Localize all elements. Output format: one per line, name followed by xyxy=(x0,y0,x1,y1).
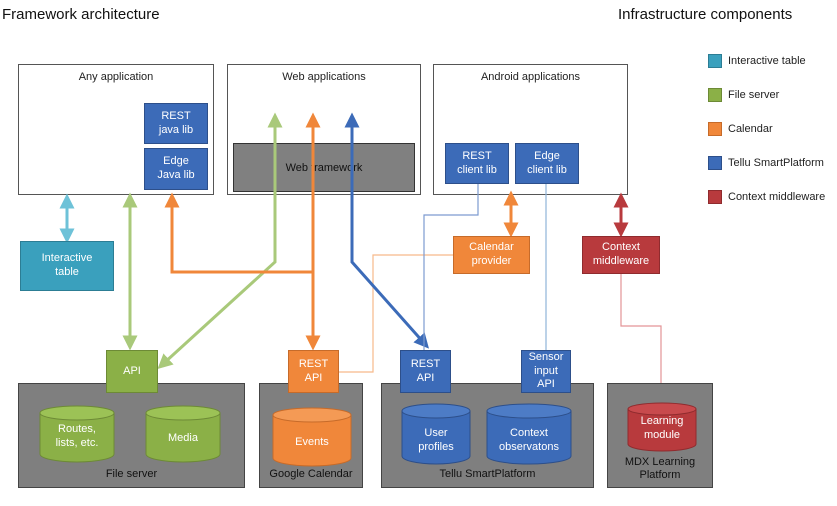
web-applications-label: Web applications xyxy=(282,71,366,83)
legend-label-file-server: File server xyxy=(728,89,780,101)
infrastructure-components-heading: Infrastructure components xyxy=(618,6,793,23)
web-framework: Web framework xyxy=(233,143,415,192)
legend-label-interactive-table: Interactive table xyxy=(728,55,806,67)
any-application-label: Any application xyxy=(78,71,154,83)
framework-architecture-heading: Framework architecture xyxy=(2,6,160,23)
user-profiles-database-label: User profiles xyxy=(418,427,454,453)
events-database-label: Events xyxy=(295,436,329,448)
rest-client-lib: REST client lib xyxy=(445,143,509,184)
context-middleware: Context middleware xyxy=(582,236,660,274)
media-database xyxy=(145,405,221,463)
edge-java-lib: Edge Java lib xyxy=(144,148,208,190)
learning-module-database-label: Learning module xyxy=(640,415,684,441)
legend-swatch-file-server xyxy=(708,88,722,102)
context-observations-database xyxy=(486,403,572,465)
routes-database xyxy=(39,405,115,463)
google-calendar-label: Google Calendar xyxy=(269,468,353,481)
file-server-label: File server xyxy=(105,468,158,481)
rest-api-tellu: REST API xyxy=(400,350,451,393)
legend-label-calendar: Calendar xyxy=(728,123,773,135)
connector-calendar-any-app xyxy=(164,192,313,274)
rest-java-lib: REST java lib xyxy=(144,103,208,144)
legend-swatch-calendar xyxy=(708,122,722,136)
api-file-server: API xyxy=(106,350,158,393)
connector-context-middleware-learning xyxy=(620,274,662,383)
tellu-smartplatform-label: Tellu SmartPlatform xyxy=(439,468,536,481)
learning-module-database xyxy=(627,402,697,452)
edge-client-lib: Edge client lib xyxy=(515,143,579,184)
legend-swatch-tellu-smartplatform xyxy=(708,156,722,170)
legend-swatch-interactive-table xyxy=(708,54,722,68)
interactive-table: Interactive table xyxy=(20,241,114,291)
rest-api-calendar: REST API xyxy=(288,350,339,393)
routes-database-label: Routes, lists, etc. xyxy=(55,423,99,449)
sensor-input-api: Sensor input API xyxy=(521,350,571,393)
android-applications-label: Android applications xyxy=(480,71,581,83)
mdx-learning-platform-label: MDX Learning Platform xyxy=(624,455,696,482)
legend-swatch-context-middleware xyxy=(708,190,722,204)
context-observations-database-label: Context observatons xyxy=(499,427,559,453)
legend-label-tellu-smartplatform: Tellu SmartPlatform xyxy=(728,157,824,169)
calendar-provider: Calendar provider xyxy=(453,236,530,274)
media-database-label: Media xyxy=(168,432,198,444)
events-database xyxy=(272,407,352,467)
legend-label-context-middleware: Context middleware xyxy=(728,191,826,203)
user-profiles-database xyxy=(401,403,471,465)
